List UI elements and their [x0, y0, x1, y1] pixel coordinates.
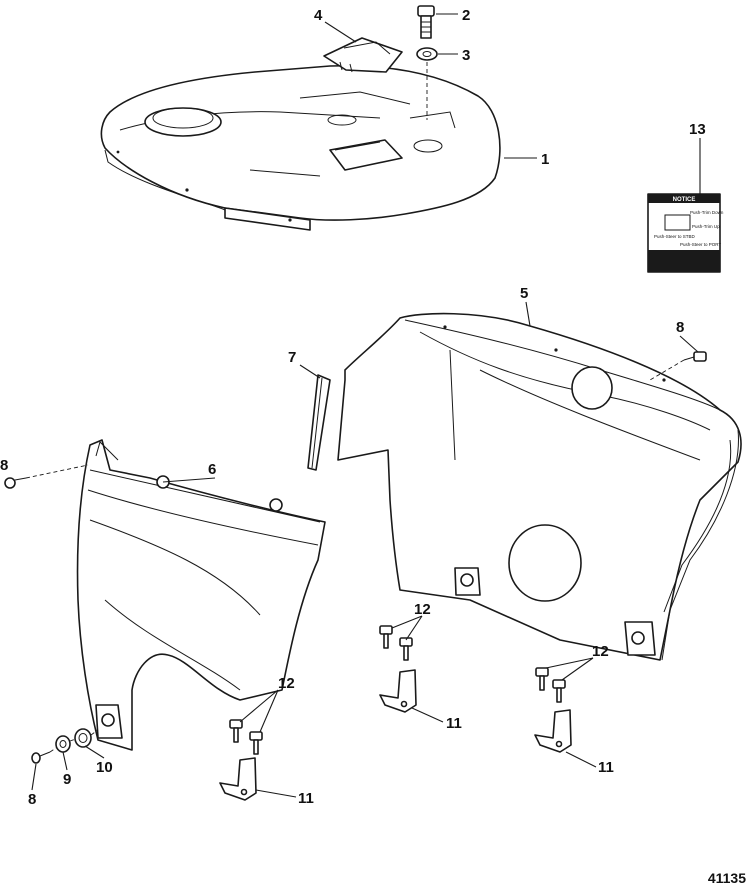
callout-8-right: 8 [676, 319, 684, 336]
bolt-pair-left [229, 719, 263, 755]
callout-11-right: 11 [598, 759, 614, 776]
callout-labels: 1 2 3 4 5 6 7 8 8 8 9 10 11 11 11 12 12 … [0, 7, 706, 808]
bracket-middle [379, 669, 417, 713]
bolt-part [417, 5, 435, 39]
bushing-part [74, 728, 92, 748]
callout-12-left: 12 [278, 675, 295, 692]
callout-1: 1 [541, 151, 549, 168]
decal-line-4: Push-Steer to PORT [680, 242, 721, 247]
screw-bottom [31, 751, 51, 764]
starboard-side-cowl [337, 312, 742, 661]
callout-10: 10 [96, 759, 113, 776]
latch-part [323, 37, 403, 73]
notice-decal: NOTICE Push-Trim Down Push-Trim Up Push-… [647, 193, 724, 273]
callout-3: 3 [462, 47, 470, 64]
top-cowl [100, 64, 501, 231]
callout-12-middle: 12 [414, 601, 431, 618]
bolt-pair-right [535, 667, 566, 703]
callout-4: 4 [314, 7, 323, 24]
callout-8-left: 8 [0, 457, 8, 474]
callout-13: 13 [689, 121, 706, 138]
port-side-cowl [76, 439, 326, 751]
figure-number: 41135 [708, 870, 746, 886]
callout-7: 7 [288, 349, 296, 366]
leader-lines [31, 13, 701, 798]
bolt-pair-middle [379, 625, 413, 661]
bracket-right [534, 709, 572, 753]
callout-11-middle: 11 [446, 715, 462, 732]
callout-11-left: 11 [298, 790, 314, 807]
washer-part [416, 47, 438, 61]
callout-9: 9 [63, 771, 71, 788]
screw-right [683, 351, 707, 362]
screw-left [4, 477, 27, 489]
callout-2: 2 [462, 7, 470, 24]
decal-line-3: Push-Steer to STBD [654, 234, 696, 239]
callout-5: 5 [520, 285, 528, 302]
callout-6: 6 [208, 461, 216, 478]
decal-line-2: Push-Trim Up [692, 224, 720, 229]
seal-strip [307, 374, 331, 471]
callout-8-bottom: 8 [28, 791, 36, 808]
decal-line-1: Push-Trim Down [690, 210, 724, 215]
callout-12-right: 12 [592, 643, 609, 660]
decal-heading: NOTICE [673, 197, 696, 203]
grommet-part [55, 735, 71, 753]
bracket-left [219, 757, 257, 801]
